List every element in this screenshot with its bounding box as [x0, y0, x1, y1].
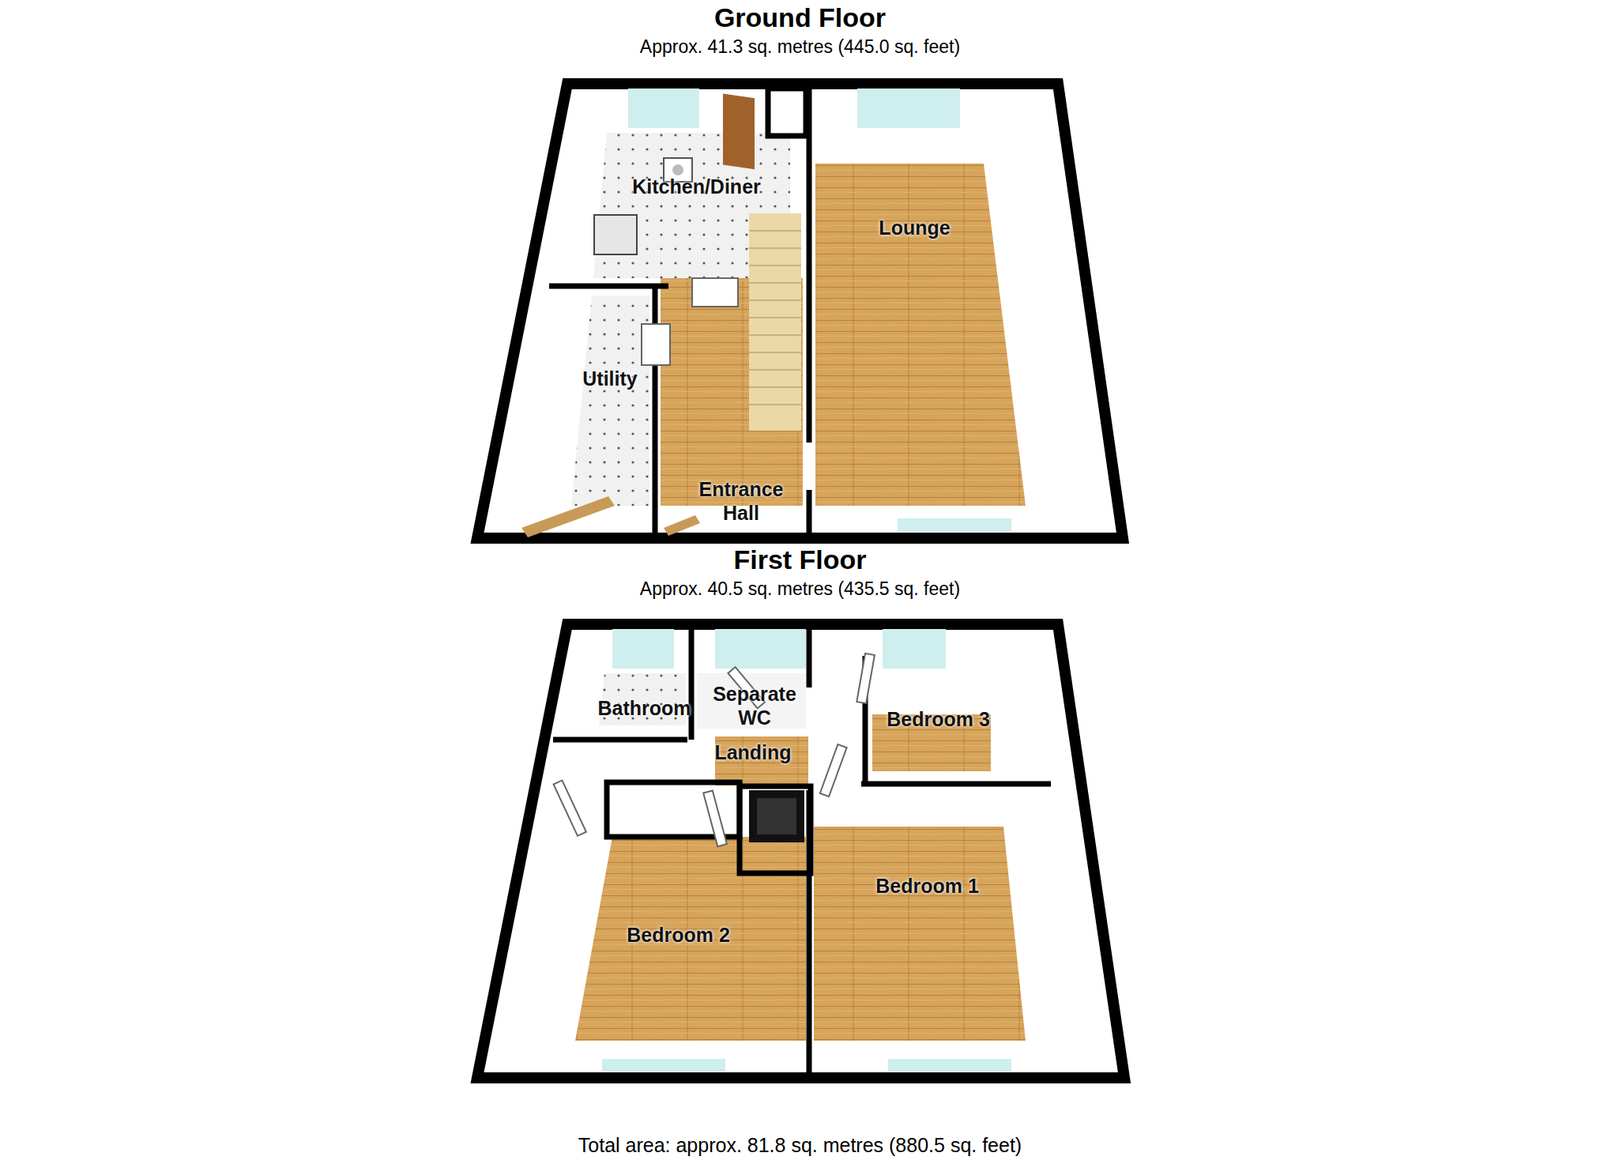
room-label: Lounge [877, 215, 952, 240]
floor-heading: First Floor [442, 543, 1158, 576]
floor-area-note: Approx. 41.3 sq. metres (445.0 sq. feet) [442, 35, 1158, 58]
room-label: Utility [581, 366, 639, 391]
room-label: Separate WC [695, 681, 814, 730]
first-floor-plan [477, 624, 1125, 1078]
room-area: Lounge [873, 214, 957, 241]
floor-plan-region: Ground FloorApprox. 41.3 sq. metres (445… [442, 1, 1158, 543]
room-label: Bedroom 3 [885, 707, 991, 731]
room-area: Bedroom 1 [869, 872, 985, 900]
room-label: Bedroom 1 [874, 873, 980, 898]
floor-heading: Ground Floor [442, 1, 1158, 34]
total-area-caption: Total area: approx. 81.8 sq. metres (880… [0, 1133, 1600, 1157]
ground-floor-plan [477, 83, 1123, 539]
room-label: Entrance Hall [681, 477, 801, 525]
room-label: Bedroom 2 [625, 922, 731, 947]
room-label: Landing [713, 740, 793, 765]
room-area: Bathroom [591, 694, 697, 722]
room-area: Kitchen/Diner [626, 173, 767, 200]
floor-plan-region: First FloorApprox. 40.5 sq. metres (435.… [442, 543, 1158, 1089]
room-area: Bedroom 2 [621, 921, 736, 949]
room-area: Bedroom 3 [880, 705, 996, 733]
room-area: Utility [576, 365, 644, 392]
room-label: Bathroom [596, 696, 693, 720]
floor-area-note: Approx. 40.5 sq. metres (435.5 sq. feet) [442, 577, 1158, 600]
room-area: Entrance Hall [677, 475, 806, 527]
room-label: Kitchen/Diner [631, 174, 762, 199]
room-area: Landing [708, 738, 798, 766]
room-area: Separate WC [690, 680, 819, 731]
